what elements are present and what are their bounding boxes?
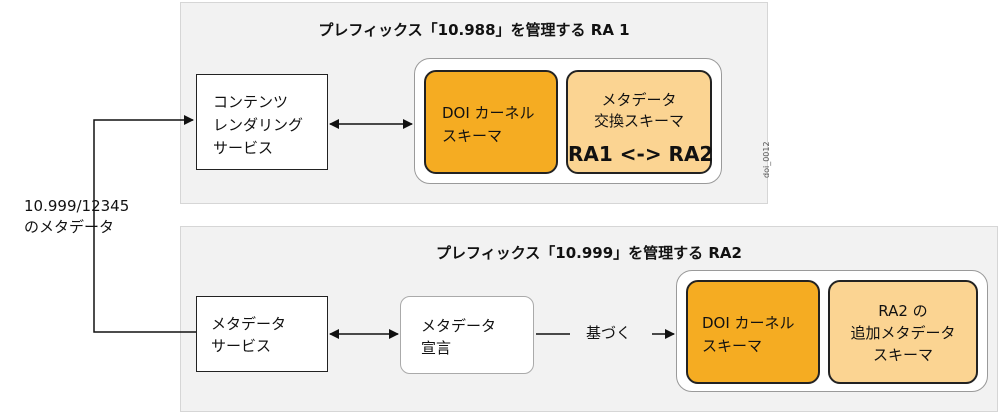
metadata-declaration-label: メタデータ 宣言 <box>421 317 497 357</box>
based-on-label: 基づく <box>586 324 632 342</box>
ra1-panel-title: プレフィックス「10.988」を管理する RA 1 <box>318 21 630 39</box>
metadata-declaration-box: メタデータ 宣言 <box>400 296 534 374</box>
content-rendering-service-box: コンテンツ レンダリング サービス <box>196 74 328 170</box>
metadata-flow-line <box>93 115 196 333</box>
content-rendering-service-label: コンテンツ レンダリング サービス <box>213 93 304 157</box>
metadata-id-label: 10.999/12345 のメタデータ <box>24 197 130 236</box>
metadata-service-box: メタデータ サービス <box>196 296 328 372</box>
ra1-doi-kernel-schema: DOI カーネル スキーマ <box>424 70 558 174</box>
ra2-panel-title: プレフィックス「10.999」を管理する RA2 <box>436 244 742 262</box>
metadata-exchange-label: メタデータ 交換スキーマ <box>593 91 684 130</box>
ra-exchange-label: RA1 <-> RA2 <box>568 142 714 166</box>
ra2-additional-schema: RA2 の 追加メタデータ スキーマ <box>828 280 978 384</box>
metadata-exchange-schema: メタデータ 交換スキーマ RA1 <-> RA2 <box>566 70 714 174</box>
metadata-service-label: メタデータ サービス <box>211 315 287 355</box>
ra1-doi-kernel-label: DOI カーネル スキーマ <box>442 104 535 145</box>
ra2-additional-label: RA2 の 追加メタデータ スキーマ <box>850 302 956 364</box>
ra2-doi-kernel-label: DOI カーネル スキーマ <box>702 314 795 355</box>
ra2-doi-kernel-schema: DOI カーネル スキーマ <box>686 280 820 384</box>
